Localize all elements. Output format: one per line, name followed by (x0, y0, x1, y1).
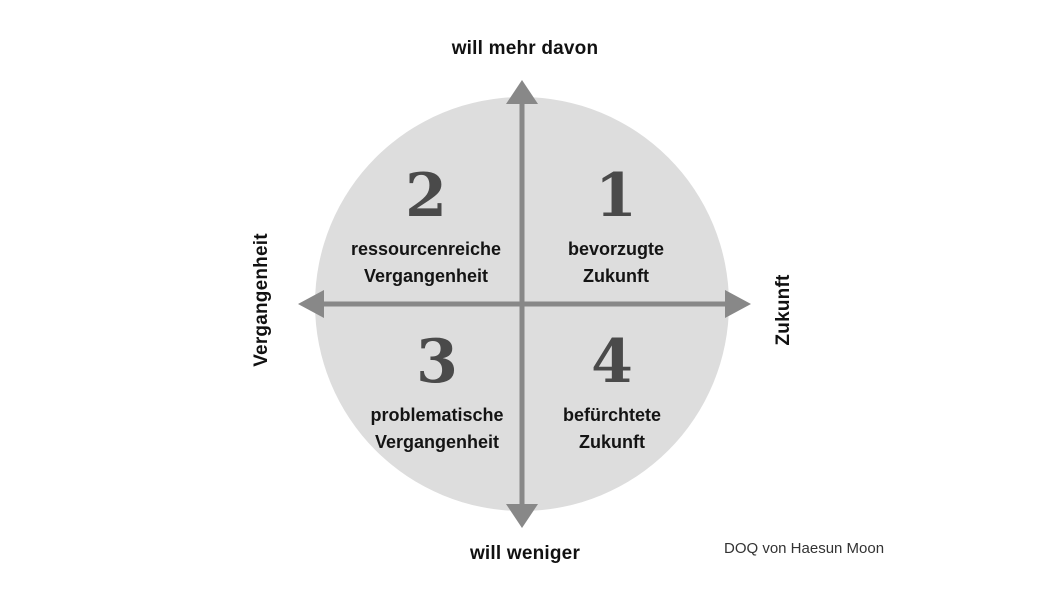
axis-label-bottom: will weniger (469, 543, 581, 564)
quadrant-3: 3 problematische Vergangenheit (337, 332, 537, 456)
up-arrow-icon (506, 80, 538, 104)
down-arrow-icon (506, 504, 538, 528)
right-arrow-icon (725, 290, 751, 318)
quadrant-1-number: 1 (595, 161, 637, 231)
axis-label-right: Zukunft (773, 274, 794, 346)
quadrant-2-text: ressourcenreiche Vergangenheit (350, 239, 502, 286)
quadrant-2-number: 2 (405, 161, 447, 231)
quadrant-4-text: befürchtete Zukunft (562, 405, 661, 452)
credit-text: DOQ von Haesun Moon (724, 540, 885, 557)
quadrant-1: 1 bevorzugte Zukunft (516, 166, 716, 290)
quadrant-3-text: problematische Vergangenheit (370, 405, 504, 452)
quadrant-1-text: bevorzugte Zukunft (567, 239, 664, 286)
quadrant-3-number: 3 (416, 327, 458, 397)
axis-label-top: will mehr davon (451, 38, 599, 59)
left-arrow-icon (298, 290, 324, 318)
quadrant-2: 2 ressourcenreiche Vergangenheit (326, 166, 526, 290)
axis-label-left: Vergangenheit (251, 233, 272, 367)
quadrant-4: 4 befürchtete Zukunft (512, 332, 712, 456)
quadrant-4-number: 4 (591, 327, 633, 397)
